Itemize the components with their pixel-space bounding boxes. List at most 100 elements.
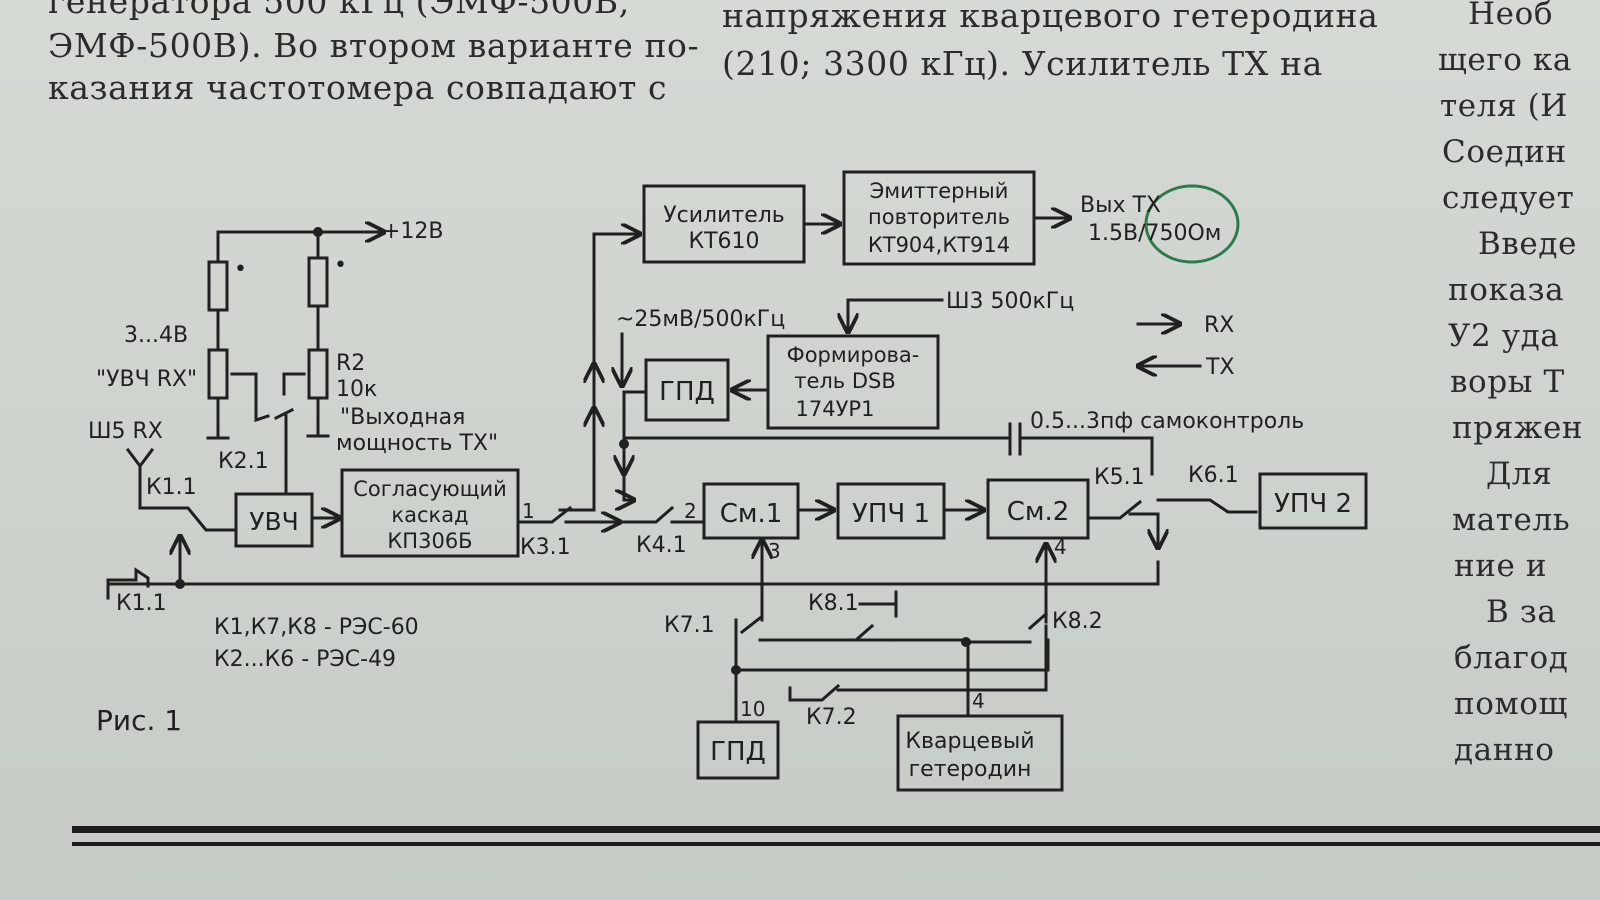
relay-k7-1-label: К7.1 [664, 613, 715, 638]
text-line: ЭМФ-500В). Во втором варианте по- [48, 26, 700, 65]
output-power-label: "Выходная [340, 405, 465, 430]
block-mixer-2: См.2 [986, 478, 1090, 540]
text-line: казания частотомера совпадают с [48, 68, 668, 107]
block-emitter-follower: Эмиттерный повторитель КТ904,КТ914 [842, 170, 1036, 266]
relay-k7-2-label: К7.2 [806, 705, 857, 730]
lo-switching [106, 540, 1160, 722]
rx-label: RX [1204, 313, 1234, 338]
voltage-label: 3...4В [124, 323, 188, 348]
connector-sh3-label: Ш3 500кГц [946, 289, 1074, 314]
block-label: гетеродин [909, 757, 1032, 782]
text-line: генератора 500 кГц (ЭМФ-500В, [48, 0, 630, 21]
text-line: данно [1454, 732, 1555, 768]
handwritten-circle [1144, 184, 1240, 264]
block-mixer-1: См.1 [702, 482, 800, 540]
text-line: (210; 3300 кГц). Усилитель ТХ на [722, 44, 1323, 83]
text-line: показа [1448, 272, 1565, 308]
text-line: помощ [1454, 686, 1568, 722]
relay-k1-1-label: К1.1 [146, 475, 197, 500]
block-gpd-bottom: ГПД [696, 720, 780, 780]
r2-value: 10к [336, 377, 377, 402]
connector-sh5-label: Ш5 RX [88, 419, 163, 444]
pin-number: 10 [740, 697, 765, 721]
text-line: У2 уда [1448, 318, 1560, 354]
output-power-label: мощность ТХ" [336, 431, 498, 456]
supply-network [206, 227, 384, 496]
block-label: ГПД [710, 737, 766, 767]
block-matching-stage: Согласующий каскад КП306Б [340, 468, 520, 558]
text-line: Введе [1478, 226, 1578, 262]
self-monitor-cap-label: 0.5...3пф самоконтроль [1030, 409, 1304, 434]
tx-output-label: Вых ТХ [1080, 193, 1161, 218]
supply-label: +12В [382, 219, 444, 244]
block-label: повторитель [868, 205, 1010, 229]
block-if-amp-2: УПЧ 2 [1258, 472, 1368, 530]
block-label: КТ904,КТ914 [868, 233, 1010, 257]
text-line: следует [1442, 180, 1575, 216]
block-label: КП306Б [387, 529, 472, 553]
block-label: 174УР1 [796, 397, 875, 421]
block-label: См.2 [1007, 497, 1070, 527]
block-label: тель DSB [794, 369, 896, 393]
relay-k3-1-label: К3.1 [520, 535, 571, 560]
block-label: каскад [391, 503, 468, 527]
block-label: УПЧ 1 [852, 499, 930, 529]
bottom-rule [72, 842, 1600, 846]
block-label: УПЧ 2 [1274, 489, 1352, 519]
text-line: теля (И [1440, 88, 1568, 124]
figure-caption: Рис. 1 [96, 704, 182, 737]
relay-k2-1-label: К2.1 [218, 449, 269, 474]
trim-dot: • [234, 257, 247, 282]
text-line: пряжен [1452, 410, 1584, 446]
signal-path [516, 218, 1258, 548]
text-line: ние и [1454, 548, 1548, 584]
dsb-path [619, 298, 1202, 500]
block-label: УВЧ [249, 507, 299, 536]
text-line: напряжения кварцевого гетеродина [722, 0, 1379, 35]
pin-number: 2 [684, 499, 697, 523]
block-if-amp-1: УПЧ 1 [836, 482, 946, 540]
block-label: Формирова- [787, 343, 920, 367]
tx-label: TX [1205, 355, 1235, 380]
relay-k4-1-label: К4.1 [636, 533, 687, 558]
text-line: щего ка [1438, 42, 1572, 78]
uvch-rx-label: "УВЧ RX" [96, 367, 197, 392]
relay-note: К1,К7,К8 - РЭС-60 [214, 615, 419, 640]
block-label: Согласующий [353, 477, 507, 501]
text-line: воры Т [1450, 364, 1565, 400]
relay-note: К2...К6 - РЭС-49 [214, 647, 396, 672]
trim-dot: • [334, 253, 347, 278]
block-uvch: УВЧ [234, 492, 314, 548]
relay-k8-1-label: К8.1 [808, 591, 859, 616]
block-label: Кварцевый [905, 729, 1034, 754]
pin-number: 4 [972, 689, 985, 713]
block-crystal-oscillator: Кварцевый гетеродин [896, 714, 1064, 792]
text-line: В за [1486, 594, 1557, 630]
relay-k8-2-label: К8.2 [1052, 609, 1103, 634]
tx-output-level: 1.5В/750Ом [1088, 221, 1221, 246]
relay-k5-1-label: К5.1 [1094, 465, 1145, 490]
text-line: Соедин [1442, 134, 1567, 170]
level-label: ~25мВ/500кГц [616, 307, 785, 332]
block-label: ГПД [659, 377, 715, 407]
block-amplifier-kt610: Усилитель КТ610 [642, 184, 806, 264]
block-label: КТ610 [688, 229, 759, 254]
text-line: благод [1454, 640, 1569, 676]
bottom-rule [72, 826, 1600, 833]
text-line: Необ [1468, 0, 1554, 32]
block-label: Усилитель [663, 203, 785, 228]
block-label: Эмиттерный [870, 179, 1009, 203]
r2-label: R2 [336, 351, 365, 376]
block-dsb-former: Формирова- тель DSB 174УР1 [766, 334, 940, 430]
relay-k6-1-label: К6.1 [1188, 463, 1239, 488]
pin-number: 4 [1054, 535, 1067, 559]
pin-number: 3 [768, 539, 781, 563]
text-line: Для [1486, 456, 1553, 492]
block-label: См.1 [720, 499, 783, 529]
relay-k1-1b-label: К1.1 [116, 591, 167, 616]
pin-number: 1 [522, 499, 535, 523]
text-line: матель [1452, 502, 1571, 538]
block-gpd-top: ГПД [644, 358, 730, 422]
